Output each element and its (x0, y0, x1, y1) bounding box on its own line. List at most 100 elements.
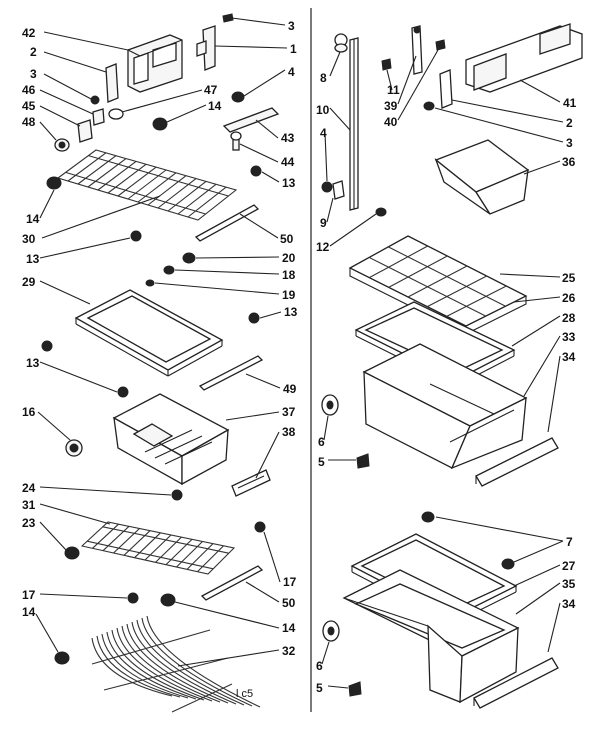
label-11: 11 (387, 83, 400, 97)
part-8-cap (334, 33, 348, 53)
shelf30-wire (107, 163, 147, 194)
part-14-support-d (54, 651, 70, 665)
label-47: 47 (204, 83, 218, 97)
part-34-drawer-front-a (475, 437, 559, 487)
part-13-support-a (250, 165, 262, 177)
part-9-bracket (332, 180, 345, 200)
part-2-bracket-right (439, 69, 453, 109)
label-44: 44 (281, 155, 295, 169)
label-48: 48 (22, 115, 36, 129)
basket32-wire (111, 629, 205, 701)
label-30: 30 (22, 232, 36, 246)
label-13: 13 (26, 252, 40, 266)
leader-line (121, 89, 203, 113)
part-47-light (108, 108, 124, 120)
shelf31-wire (113, 528, 140, 554)
part-49-trim (198, 355, 264, 391)
part-24-support (171, 489, 183, 501)
leader-line (329, 51, 341, 77)
label-14: 14 (282, 621, 296, 635)
label-35: 35 (562, 577, 576, 591)
label-45: 45 (22, 99, 36, 113)
leader-line (523, 160, 561, 175)
part-17-support-b (127, 592, 139, 604)
part-46-retainer (92, 108, 105, 126)
basket32-wire (96, 635, 181, 698)
part-6-roller-b (322, 620, 340, 642)
shelf31-wire (102, 525, 130, 552)
shelf31-wire (176, 541, 203, 568)
leader-line (245, 373, 281, 389)
leader-line (39, 361, 118, 393)
part-39-bracket (411, 25, 423, 75)
label-27: 27 (562, 559, 576, 573)
label-29: 29 (22, 275, 36, 289)
part-3-screw (90, 95, 100, 105)
leader-line (329, 107, 351, 131)
part-37-crisper-drawer (112, 393, 230, 486)
label-9: 9 (320, 216, 327, 230)
shelf25-bar (446, 285, 507, 317)
label-2: 2 (566, 116, 573, 130)
label-49: 49 (283, 382, 297, 396)
part-14-support-a (152, 117, 168, 131)
label-13: 13 (284, 305, 298, 319)
part-48-knob (54, 138, 70, 152)
label-4: 4 (320, 126, 327, 140)
leader-line (239, 143, 279, 163)
shelf25-bar (427, 275, 487, 308)
part-20-support (182, 252, 196, 264)
leader-lines (35, 17, 564, 689)
leader-line (39, 89, 94, 115)
label-14: 14 (208, 99, 222, 113)
leader-line (321, 641, 330, 665)
basket32-rod (103, 657, 229, 691)
label-37: 37 (282, 405, 296, 419)
basket32-wire (136, 619, 245, 706)
part-41-control-panel (465, 23, 583, 93)
leader-line (397, 49, 439, 121)
part-25-glass-shelf (348, 235, 528, 335)
shelf31-wire (186, 543, 214, 570)
part-35-crisper-drawer (342, 569, 520, 704)
part-19-support (145, 279, 155, 287)
label-3: 3 (566, 136, 573, 150)
part-4-clip (231, 91, 245, 103)
leader-line (174, 269, 280, 275)
label-33: 33 (562, 330, 576, 344)
leader-line (243, 69, 286, 97)
part-50-trim-b (200, 565, 264, 601)
label-28: 28 (562, 311, 576, 325)
part-32-wire-basket (91, 615, 261, 713)
leader-line (245, 581, 280, 603)
leader-line (255, 431, 280, 479)
leader-line (39, 503, 111, 525)
leader-line (39, 121, 57, 141)
label-12: 12 (316, 240, 330, 254)
shelf30-wire (187, 186, 227, 218)
shelf31-wire (134, 532, 161, 559)
label-40: 40 (384, 115, 398, 129)
label-39: 39 (384, 99, 398, 113)
leader-line (397, 55, 417, 105)
label-46: 46 (22, 83, 36, 97)
basket32-wire (121, 625, 221, 703)
shelf31-wire (123, 530, 151, 556)
part-45-socket (77, 119, 93, 143)
part-3-screw-right (423, 101, 435, 111)
part-50-trim-a (194, 204, 260, 242)
shelf25-bar (369, 245, 428, 279)
leader-line (43, 51, 107, 73)
part-34-drawer-front-b (473, 657, 559, 709)
label-14: 14 (26, 212, 40, 226)
leader-line (323, 415, 329, 441)
label-14: 14 (22, 605, 36, 619)
leader-line (451, 99, 564, 123)
basket32-wire (101, 633, 189, 699)
leader-line (39, 280, 91, 305)
leader-line (324, 132, 328, 182)
leader-line (39, 486, 172, 496)
shelf30-wire (137, 172, 177, 203)
label-31: 31 (22, 498, 36, 512)
part-11-screw (381, 58, 392, 71)
